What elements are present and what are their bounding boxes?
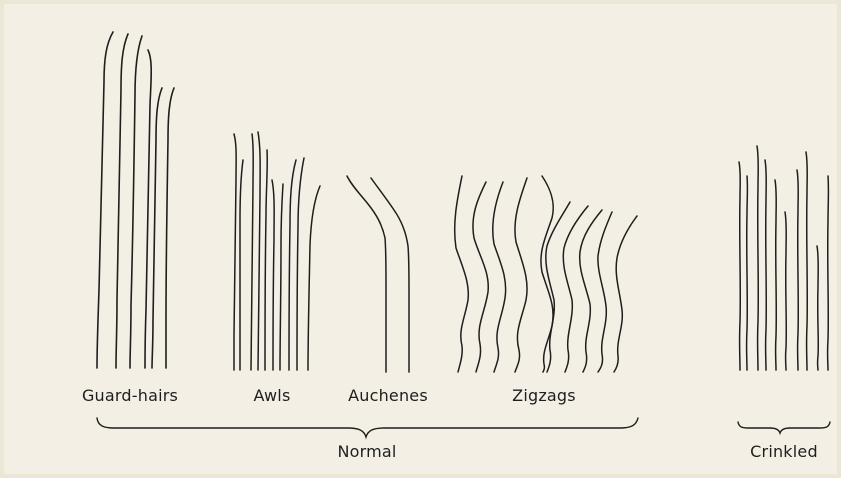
label-awls: Awls [254,386,291,405]
label-zigzags: Zigzags [512,386,576,405]
crinkled-hair-2 [747,176,748,370]
label-auchenes: Auchenes [348,386,428,405]
crinkled-hair-10 [828,176,829,370]
label-normal: Normal [337,442,396,461]
label-guard-hairs: Guard-hairs [82,386,178,405]
label-crinkled: Crinkled [750,442,818,461]
